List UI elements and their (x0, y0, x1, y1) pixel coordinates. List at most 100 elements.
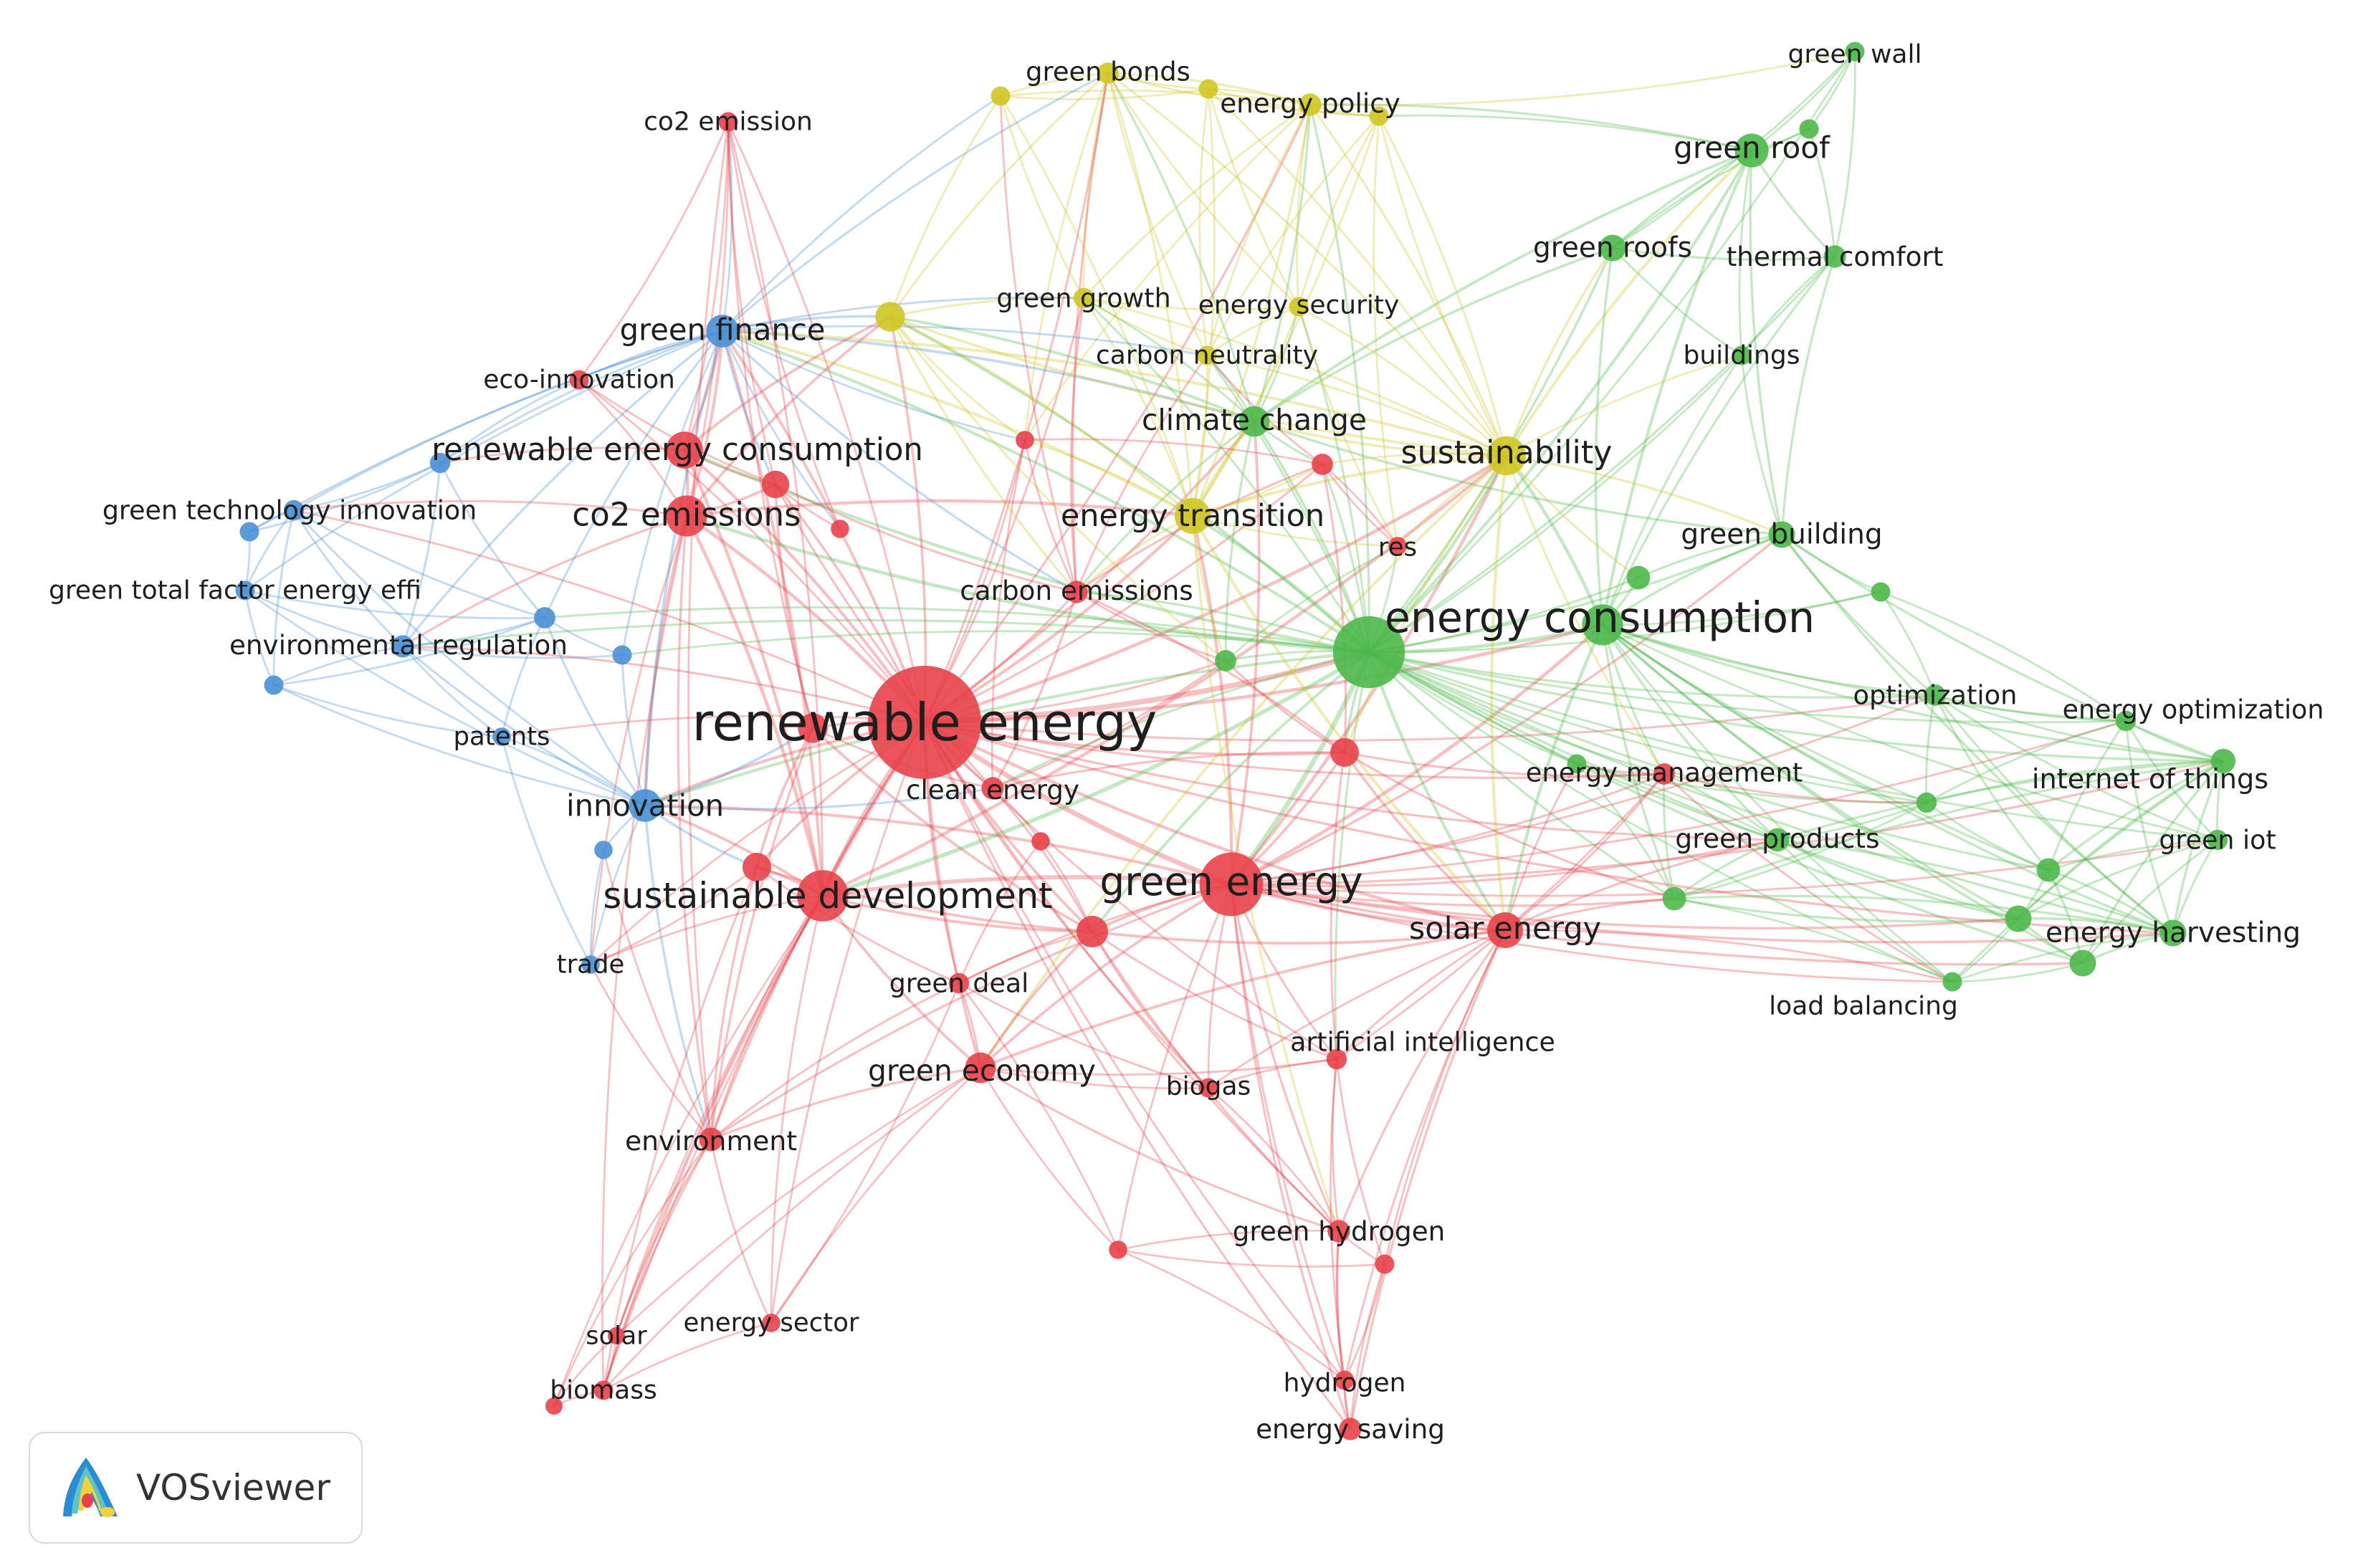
node-green-g[interactable] (2005, 905, 2032, 932)
node-green-finance[interactable] (706, 315, 739, 348)
node-green-f[interactable] (2036, 858, 2061, 882)
node-blue-c[interactable] (612, 645, 632, 665)
node-sustainability[interactable] (1486, 436, 1527, 476)
node-red-d[interactable] (1076, 915, 1109, 948)
label-green-finance[interactable]: green finance (620, 312, 826, 348)
label-environment[interactable]: environment (625, 1125, 797, 1157)
label-hydrogen[interactable]: hydrogen (1284, 1369, 1406, 1398)
label-internet-of-things[interactable]: internet of things (2032, 764, 2268, 795)
node-blue-e[interactable] (239, 522, 259, 542)
node-energy-policy[interactable] (1299, 93, 1322, 116)
node-yellow-d[interactable] (1369, 106, 1389, 126)
label-co2-emissions[interactable]: co2 emissions (572, 496, 801, 534)
label-green-roofs[interactable]: green roofs (1533, 232, 1692, 264)
label-energy-management[interactable]: energy management (1526, 757, 1803, 788)
node-biogas[interactable] (1198, 1078, 1218, 1098)
node-artificial-intelligence[interactable] (1326, 1048, 1347, 1070)
node-internet-of-things[interactable] (2210, 748, 2236, 774)
node-blue-a[interactable] (429, 452, 451, 474)
node-green-deal[interactable] (948, 972, 970, 994)
label-biomass[interactable]: biomass (550, 1376, 657, 1405)
node-green-h[interactable] (2069, 950, 2096, 977)
node-green-economy[interactable] (965, 1052, 996, 1084)
node-blue-f[interactable] (594, 841, 613, 859)
node-biomass[interactable] (593, 1380, 614, 1400)
label-buildings[interactable]: buildings (1684, 341, 1800, 371)
node-red-g[interactable] (1016, 431, 1034, 449)
node-green-technology-innovation[interactable] (283, 499, 305, 521)
label-solar[interactable]: solar (586, 1321, 647, 1351)
node-yellow-b[interactable] (991, 86, 1011, 106)
node-green-roofs[interactable] (1599, 234, 1626, 262)
label-green-technology-innovation[interactable]: green technology innovation (102, 495, 477, 526)
node-green-c[interactable] (1215, 650, 1236, 671)
label-green-hydrogen[interactable]: green hydrogen (1233, 1215, 1446, 1247)
node-green-bonds[interactable] (1097, 62, 1119, 84)
label-patents[interactable]: patents (454, 722, 550, 752)
node-climate-change[interactable] (1238, 406, 1270, 437)
node-green-k[interactable] (1799, 119, 1819, 139)
node-red-e[interactable] (1330, 738, 1359, 767)
node-green-growth[interactable] (1073, 287, 1094, 309)
node-solar[interactable] (608, 1327, 625, 1344)
node-co2-emission[interactable] (718, 112, 738, 132)
node-innovation[interactable] (629, 789, 662, 822)
label-res[interactable]: res (1378, 533, 1417, 563)
label-eco-innovation[interactable]: eco-innovation (483, 365, 675, 395)
node-solar-energy[interactable] (1487, 912, 1523, 948)
label-climate-change[interactable]: climate change (1142, 403, 1367, 437)
node-red-b[interactable] (798, 713, 828, 743)
label-sustainability[interactable]: sustainability (1401, 435, 1613, 472)
label-green-iot[interactable]: green iot (2159, 825, 2276, 856)
node-energy-sector[interactable] (762, 1314, 781, 1332)
label-renewable-energy[interactable]: renewable energy (692, 692, 1157, 752)
label-load-balancing[interactable]: load balancing (1769, 992, 1958, 1021)
label-environmental-regulation[interactable]: environmental regulation (229, 629, 568, 661)
node-trade[interactable] (581, 955, 600, 974)
label-carbon-emissions[interactable]: carbon emissions (960, 575, 1193, 606)
label-sustainable-development[interactable]: sustainable development (603, 875, 1052, 917)
node-clean-energy[interactable] (981, 777, 1004, 800)
node-eco-innovation[interactable] (569, 370, 589, 390)
node-green-building[interactable] (1768, 521, 1795, 548)
node-red-a[interactable] (761, 470, 790, 499)
node-carbon-emissions[interactable] (1065, 580, 1088, 603)
node-green-wall[interactable] (1845, 42, 1865, 62)
node-energy-management[interactable] (1653, 763, 1675, 785)
node-green-e[interactable] (1662, 886, 1686, 911)
label-trade[interactable]: trade (557, 950, 625, 980)
node-patents[interactable] (492, 727, 511, 746)
label-clean-energy[interactable]: clean energy (906, 774, 1079, 805)
node-green-hydrogen[interactable] (1327, 1220, 1350, 1243)
label-energy-policy[interactable]: energy policy (1220, 87, 1400, 119)
label-renewable-energy-consumption[interactable]: renewable energy consumption (431, 432, 923, 468)
node-red-c[interactable] (743, 853, 771, 881)
node-co2-emissions[interactable] (666, 495, 707, 537)
node-environment[interactable] (699, 1127, 723, 1152)
node-renewable-energy-consumption[interactable] (666, 431, 703, 469)
node-green-b[interactable] (1626, 565, 1651, 590)
label-green-growth[interactable]: green growth (996, 283, 1170, 314)
label-green-economy[interactable]: green economy (868, 1053, 1096, 1088)
node-yellow-c[interactable] (1198, 79, 1218, 99)
label-carbon-neutrality[interactable]: carbon neutrality (1096, 341, 1318, 371)
node-res[interactable] (1388, 537, 1407, 555)
node-hydrogen[interactable] (1335, 1370, 1355, 1390)
label-solar-energy[interactable]: solar energy (1409, 911, 1601, 947)
node-environmental-regulation[interactable] (391, 635, 414, 658)
node-green-energy[interactable] (1199, 852, 1264, 917)
node-energy-consumption[interactable] (1332, 616, 1405, 689)
node-energy-transition[interactable] (1175, 498, 1211, 534)
label-green-wall[interactable]: green wall (1788, 40, 1922, 70)
node-green-i[interactable] (1916, 792, 1937, 813)
node-red-i[interactable] (1031, 832, 1050, 851)
node-energy-saving[interactable] (1339, 1418, 1362, 1440)
node-blue-b[interactable] (534, 607, 555, 628)
node-red-l[interactable] (545, 1397, 563, 1415)
node-red-k[interactable] (1375, 1254, 1395, 1274)
node-energy-security[interactable] (1289, 297, 1309, 317)
label-artificial-intelligence[interactable]: artificial intelligence (1290, 1027, 1555, 1058)
label-energy-saving[interactable]: energy saving (1256, 1413, 1445, 1445)
label-co2-emission[interactable]: co2 emission (644, 107, 813, 137)
label-green-roof[interactable]: green roof (1674, 130, 1830, 166)
